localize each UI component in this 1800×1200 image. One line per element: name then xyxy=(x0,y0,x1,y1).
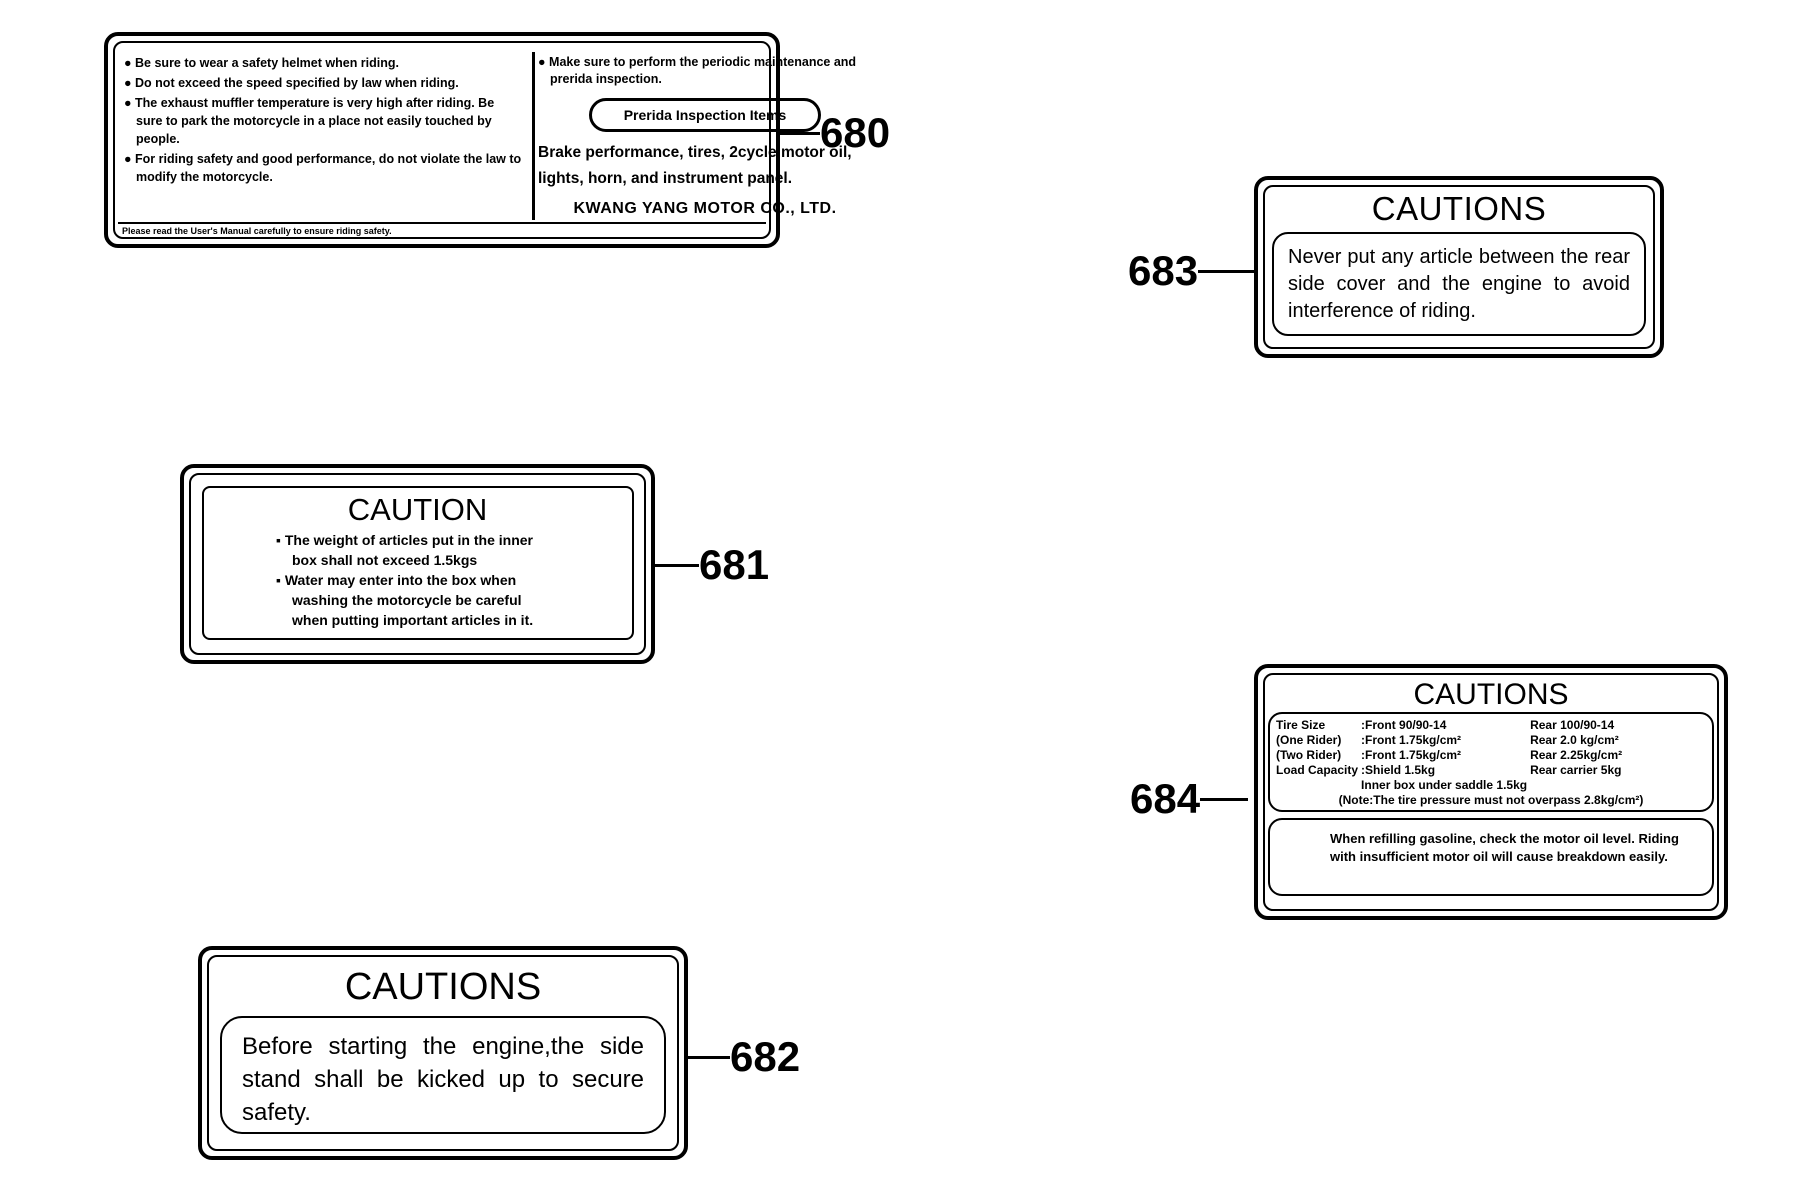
inspection-column: ● Make sure to perform the periodic main… xyxy=(538,52,872,218)
callout-681: 681 xyxy=(655,544,769,586)
leader-line xyxy=(655,563,699,567)
spec-row: (Two Rider) :Front 1.75kg/cm² Rear 2.25k… xyxy=(1276,748,1625,763)
caution-panel: Before starting the engine,the side stan… xyxy=(220,1016,666,1134)
safety-bullet: ● Be sure to wear a safety helmet when r… xyxy=(124,56,399,70)
refuel-text: When refilling gasoline, check the motor… xyxy=(1330,831,1679,864)
spec-front: Inner box under saddle 1.5kg xyxy=(1361,778,1528,792)
maker-name: KWANG YANG MOTOR CO., LTD. xyxy=(573,200,837,217)
decal-680: ● Be sure to wear a safety helmet when r… xyxy=(104,32,856,248)
spec-row: (One Rider) :Front 1.75kg/cm² Rear 2.0 k… xyxy=(1276,733,1625,748)
caution-bullet: ▪ The weight of articles put in the inne… xyxy=(276,532,533,568)
caution-text: Never put any article between the rear s… xyxy=(1288,246,1630,322)
spec-rear: Rear 2.0 kg/cm² xyxy=(1530,733,1619,747)
spec-label xyxy=(1276,778,1361,793)
safety-bullet: ● The exhaust muffler temperature is ver… xyxy=(124,96,495,146)
spec-row: Tire Size :Front 90/90-14 Rear 100/90-14 xyxy=(1276,718,1625,733)
decal-title: CAUTIONS xyxy=(1413,678,1569,711)
manual-note: Please read the User's Manual carefully … xyxy=(122,226,392,236)
column-divider xyxy=(532,52,535,220)
callout-680: 680 xyxy=(780,112,890,154)
spec-rear: Rear 2.25kg/cm² xyxy=(1530,748,1623,762)
inspection-items: Brake performance, tires, 2cycle motor o… xyxy=(538,144,852,187)
inspection-heading: Prerida Inspection Items xyxy=(589,98,821,132)
callout-number: 684 xyxy=(1130,775,1201,822)
decal-682: CAUTIONS Before starting the engine,the … xyxy=(198,946,688,1160)
spec-front: :Front 1.75kg/cm² xyxy=(1361,733,1462,747)
maintenance-note: ● Make sure to perform the periodic main… xyxy=(538,55,857,86)
pressure-note: (Note:The tire pressure must not overpas… xyxy=(1338,793,1644,807)
safety-bullets: ● Be sure to wear a safety helmet when r… xyxy=(124,54,524,188)
callout-number: 683 xyxy=(1128,247,1199,294)
callout-number: 680 xyxy=(820,109,891,156)
spec-row: Load Capacity :Shield 1.5kg Rear carrier… xyxy=(1276,763,1625,778)
spec-row: Inner box under saddle 1.5kg xyxy=(1276,778,1625,793)
spec-label: (One Rider) xyxy=(1276,733,1342,747)
leader-line xyxy=(1200,797,1249,801)
safety-bullet: ● For riding safety and good performance… xyxy=(124,152,522,184)
spec-label: (Two Rider) xyxy=(1276,748,1342,762)
callout-number: 682 xyxy=(730,1033,801,1080)
spec-label: Load Capacity xyxy=(1276,763,1359,777)
caution-bullets: ▪ The weight of articles put in the inne… xyxy=(276,530,556,630)
callout-number: 681 xyxy=(699,541,770,588)
leader-line xyxy=(1198,269,1257,273)
decal-681: CAUTION ▪ The weight of articles put in … xyxy=(180,464,655,664)
manual-note-strip: Please read the User's Manual carefully … xyxy=(118,222,766,238)
refuel-panel: When refilling gasoline, check the motor… xyxy=(1268,818,1714,896)
decal-683: CAUTIONS Never put any article between t… xyxy=(1254,176,1664,358)
decal-title: CAUTIONS xyxy=(1371,190,1547,227)
spec-rear xyxy=(1530,778,1625,793)
spec-front: :Shield 1.5kg xyxy=(1361,763,1436,777)
callout-682: 682 xyxy=(688,1036,800,1078)
caution-panel xyxy=(202,486,634,640)
spec-rear: Rear 100/90-14 xyxy=(1530,718,1615,732)
spec-front: :Front 1.75kg/cm² xyxy=(1361,748,1462,762)
caution-bullet: ▪ Water may enter into the box when wash… xyxy=(276,572,534,628)
decal-684: CAUTIONS Tire Size :Front 90/90-14 Rear … xyxy=(1254,664,1728,920)
caution-panel: Never put any article between the rear s… xyxy=(1272,232,1646,336)
safety-bullet: ● Do not exceed the speed specified by l… xyxy=(124,76,459,90)
spec-panel: Tire Size :Front 90/90-14 Rear 100/90-14… xyxy=(1268,712,1714,812)
leader-line xyxy=(780,131,820,135)
leader-line xyxy=(688,1055,730,1059)
decal-title: CAUTIONS xyxy=(344,966,542,1008)
callout-683: 683 xyxy=(1128,247,1257,294)
decal-title: CAUTION xyxy=(347,492,488,527)
caution-text: Before starting the engine,the side stan… xyxy=(242,1033,644,1126)
spec-table: Tire Size :Front 90/90-14 Rear 100/90-14… xyxy=(1276,718,1625,793)
spec-rear: Rear carrier 5kg xyxy=(1530,763,1622,777)
spec-label: Tire Size xyxy=(1276,718,1326,732)
callout-684: 684 xyxy=(1130,775,1249,822)
spec-front: :Front 90/90-14 xyxy=(1361,718,1447,732)
